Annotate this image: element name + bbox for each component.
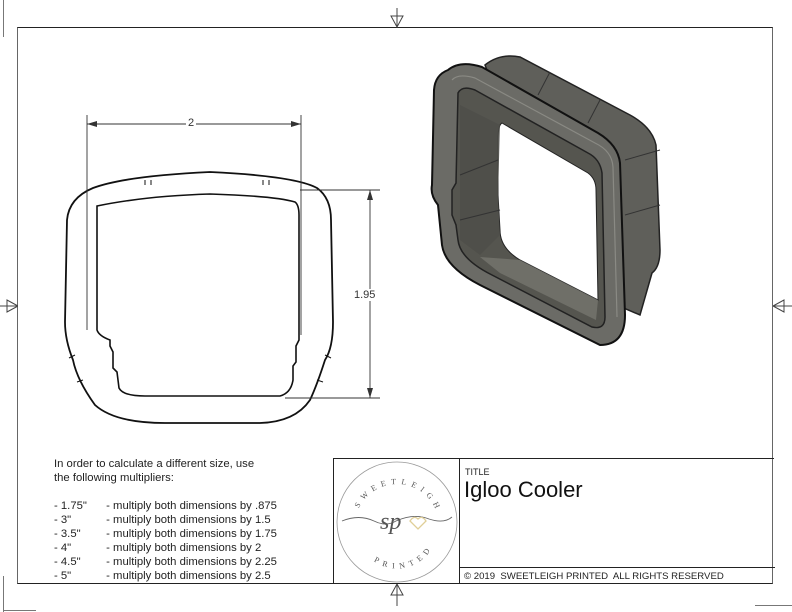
notes-intro-line1: In order to calculate a different size, … [54,458,255,470]
svg-text:PRINTED: PRINTED [373,543,435,571]
center-mark-top-icon [390,8,404,28]
title-block: SWEETLEIGH PRINTED sp TITLE Igloo Cooler… [333,458,775,584]
cutter-3d-render [430,55,661,347]
title-block-divider [460,567,775,568]
multiplier-row: - 3" - multiply both dimensions by 1.5 [54,514,271,526]
notes-intro-line2: the following multipliers: [54,472,174,484]
width-dimension-label: 2 [186,117,197,129]
center-mark-right-icon [773,299,792,313]
multiplier-row: - 4.5" - multiply both dimensions by 2.2… [54,556,277,568]
height-dimension-label: 1.95 [352,289,378,301]
title-label: TITLE [465,467,490,477]
multiplier-row: - 1.75" - multiply both dimensions by .8… [54,500,277,512]
drawing-title: Igloo Cooler [464,477,583,502]
cutter-outline-drawing [64,115,380,424]
center-mark-bottom-icon [390,584,404,606]
logo-cell: SWEETLEIGH PRINTED sp [334,459,460,583]
multiplier-row: - 3.5" - multiply both dimensions by 1.7… [54,528,277,540]
center-mark-left-icon [0,299,18,313]
multiplier-row: - 4" - multiply both dimensions by 2 [54,542,262,554]
page-edge-left-bottom [3,576,4,612]
multiplier-row: - 5" - multiply both dimensions by 2.5 [54,570,271,582]
svg-text:sp: sp [380,509,401,535]
page-edge-bottom-right [755,605,792,606]
size-multiplier-notes: In order to calculate a different size, … [54,457,277,583]
page-edge-left-top [3,0,4,37]
sweetleigh-logo-icon: SWEETLEIGH PRINTED sp [336,461,458,583]
copyright-notice: © 2019 SWEETLEIGH PRINTED ALL RIGHTS RES… [464,571,724,582]
page-edge-bottom-left [3,610,36,611]
